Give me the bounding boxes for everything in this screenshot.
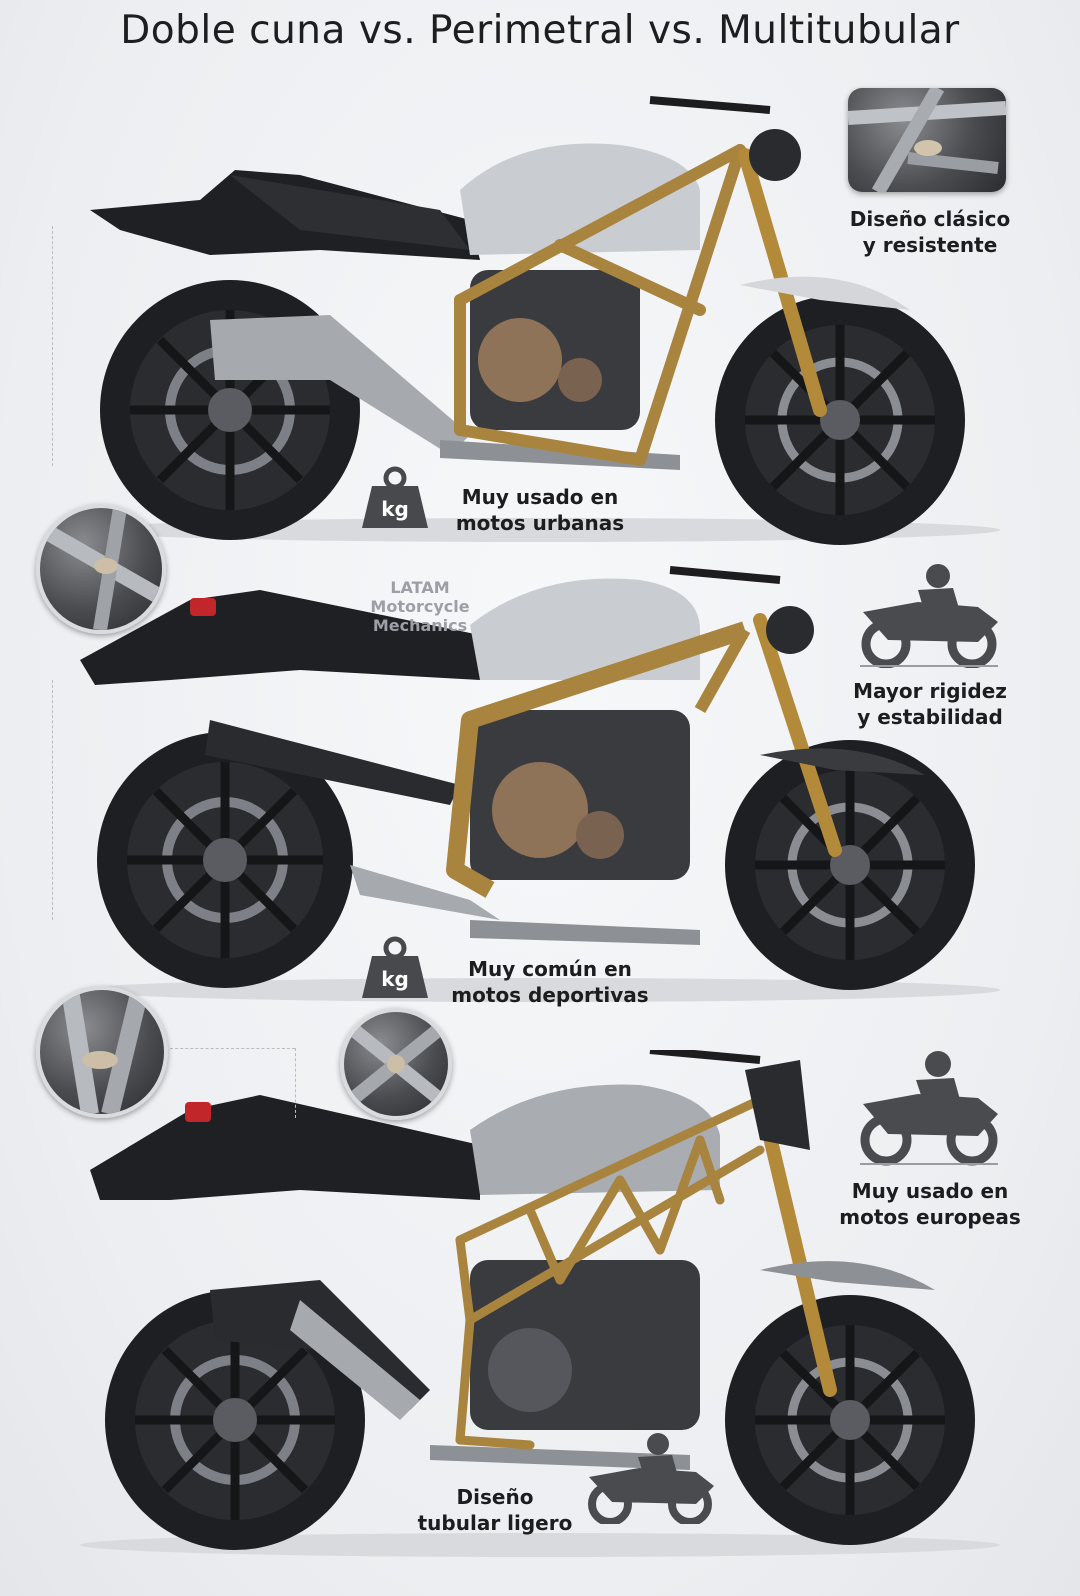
caption-line: motos deportivas	[451, 983, 649, 1007]
caption-line: Muy usado en	[851, 1179, 1009, 1203]
caption-sport-use: Muy común en motos deportivas	[430, 956, 670, 1008]
caption-line: y resistente	[862, 233, 998, 257]
trellis-frame-motorcycle	[80, 1050, 1000, 1557]
caption-line: motos urbanas	[455, 511, 625, 535]
guide-line	[295, 1048, 296, 1118]
sport-rider-icon	[860, 564, 998, 668]
caption-line: motos europeas	[839, 1205, 1021, 1229]
caption-line: Muy usado en	[461, 485, 619, 509]
caption-line: tubular ligero	[417, 1511, 573, 1535]
double-cradle-weld-closeup	[848, 88, 1006, 192]
sport-rider-icon	[860, 1051, 998, 1166]
guide-line	[170, 1048, 295, 1049]
caption-lightweight-tubular: Diseño tubular ligero	[390, 1484, 600, 1536]
watermark: LATAM Motorcycle Mechanics	[360, 578, 480, 635]
caption-line: Diseño clásico	[849, 207, 1011, 231]
trellis-weld-closeup-small	[340, 1008, 452, 1120]
guide-line	[52, 226, 53, 466]
watermark-line: Motorcycle	[370, 597, 470, 616]
caption-european-use: Muy usado en motos europeas	[820, 1178, 1040, 1230]
double-cradle-motorcycle	[80, 96, 1000, 545]
perimeter-weld-closeup	[36, 504, 166, 634]
watermark-line: Mechanics	[372, 616, 468, 635]
weight-label: kg	[381, 497, 409, 521]
caption-line: Diseño	[456, 1485, 534, 1509]
caption-line: y estabilidad	[857, 705, 1003, 729]
perimeter-frame-motorcycle	[80, 566, 1000, 1002]
trellis-weld-closeup-large	[36, 986, 168, 1118]
watermark-line: LATAM	[390, 578, 450, 597]
weight-icon: kg	[362, 936, 428, 998]
caption-line: Muy común en	[468, 957, 632, 981]
sport-rider-icon	[588, 1433, 714, 1524]
guide-line	[52, 680, 53, 920]
weight-icon: kg	[362, 466, 428, 528]
caption-line: Mayor rigidez	[853, 679, 1007, 703]
caption-rigidity: Mayor rigidez y estabilidad	[820, 678, 1040, 730]
weight-label: kg	[381, 967, 409, 991]
caption-classic-design: Diseño clásico y resistente	[820, 206, 1040, 258]
caption-urban-use: Muy usado en motos urbanas	[430, 484, 650, 536]
page-title: Doble cuna vs. Perimetral vs. Multitubul…	[120, 8, 960, 53]
